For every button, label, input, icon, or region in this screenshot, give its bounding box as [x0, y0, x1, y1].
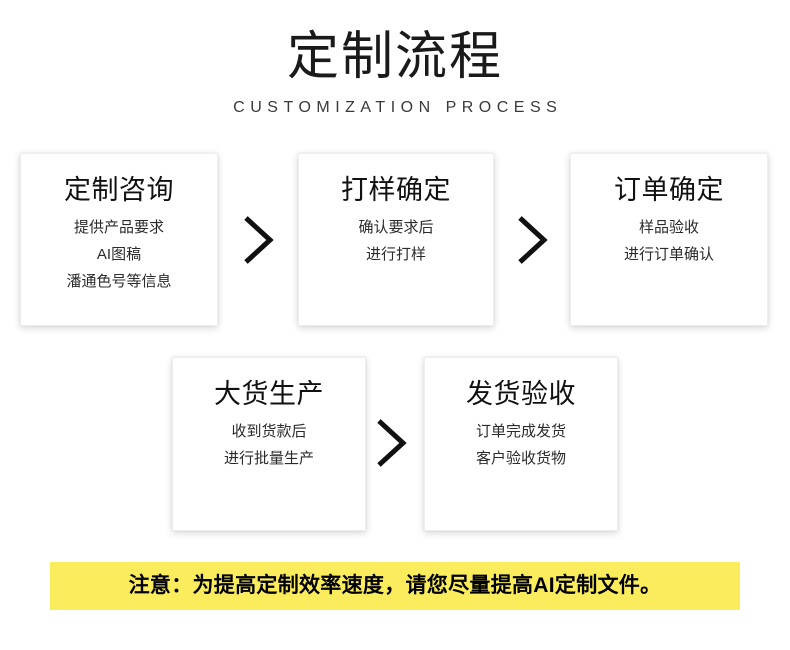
process-step-card-2: 打样确定 确认要求后 进行打样: [298, 153, 494, 326]
process-step-card-3: 订单确定 样品验收 进行订单确认: [570, 153, 768, 326]
process-step-title: 大货生产: [214, 379, 324, 409]
process-step-title: 打样确定: [341, 175, 451, 205]
process-step-detail-line: 进行打样: [365, 246, 426, 263]
chevron-right-icon: [512, 212, 552, 268]
process-step-detail-line: 潘通色号等信息: [66, 273, 172, 290]
process-step-detail-line: AI图稿: [96, 246, 142, 263]
process-step-details: 订单完成发货 客户验收货物: [425, 418, 617, 472]
chevron-right-icon: [238, 212, 278, 268]
process-step-title: 定制咨询: [64, 175, 174, 205]
process-step-title: 发货验收: [466, 379, 576, 409]
process-step-detail-line: 提供产品要求: [73, 219, 164, 236]
notice-text: 注意：为提高定制效率速度，请您尽量提高AI定制文件。: [128, 574, 662, 597]
process-step-card-5: 发货验收 订单完成发货 客户验收货物: [424, 357, 618, 531]
header: 定制流程 CUSTOMIZATION PROCESS: [0, 28, 790, 118]
process-step-details: 收到货款后 进行批量生产: [173, 418, 365, 472]
notice-banner: 注意：为提高定制效率速度，请您尽量提高AI定制文件。: [50, 562, 740, 610]
process-step-details: 提供产品要求 AI图稿 潘通色号等信息: [21, 214, 217, 295]
page-title: 定制流程: [286, 28, 503, 86]
page-subtitle: CUSTOMIZATION PROCESS: [233, 99, 563, 116]
process-step-details: 确认要求后 进行打样: [299, 214, 493, 268]
process-step-detail-line: 收到货款后: [231, 423, 307, 440]
chevron-right-icon: [371, 415, 411, 471]
process-step-title: 订单确定: [614, 175, 724, 205]
process-step-details: 样品验收 进行订单确认: [571, 214, 767, 268]
process-step-detail-line: 样品验收: [638, 219, 699, 236]
process-step-card-1: 定制咨询 提供产品要求 AI图稿 潘通色号等信息: [20, 153, 218, 326]
process-step-detail-line: 订单完成发货: [475, 423, 566, 440]
process-step-detail-line: 进行批量生产: [223, 450, 314, 467]
process-step-card-4: 大货生产 收到货款后 进行批量生产: [172, 357, 366, 531]
process-step-detail-line: 进行订单确认: [623, 246, 714, 263]
process-step-detail-line: 确认要求后: [358, 219, 434, 236]
process-step-detail-line: 客户验收货物: [475, 450, 566, 467]
